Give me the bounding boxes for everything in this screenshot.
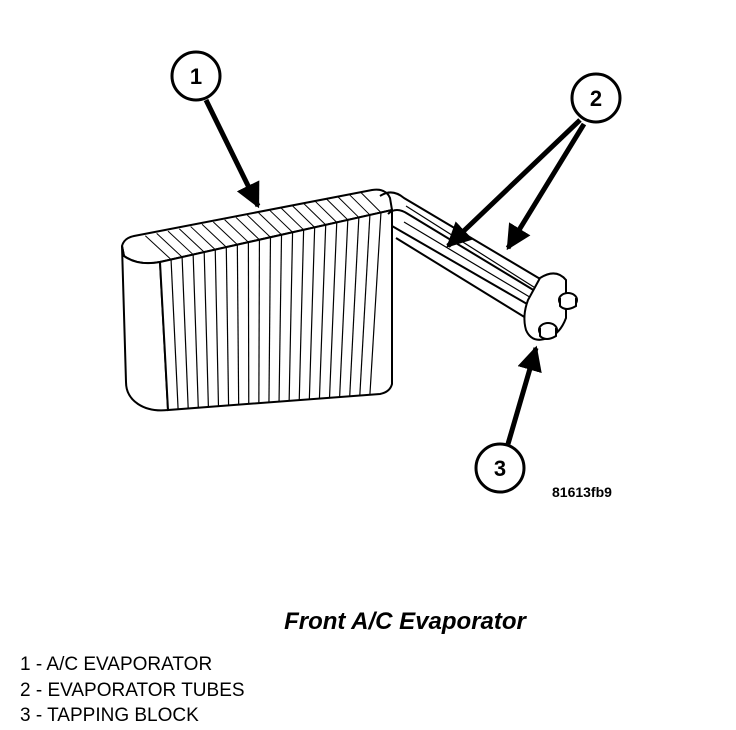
- arrow-3: [505, 345, 542, 445]
- top-ridge: [314, 201, 338, 223]
- top-ridge: [212, 221, 238, 246]
- callout-1: 1: [170, 50, 222, 102]
- fin-line: [170, 259, 179, 410]
- fin-line: [288, 232, 294, 401]
- callout-arrows: [203, 98, 587, 445]
- fin-line: [236, 244, 240, 405]
- fin-line: [298, 229, 305, 401]
- top-ridge: [144, 235, 172, 260]
- callout-2-label: 2: [590, 86, 602, 111]
- top-ridge: [258, 212, 282, 236]
- tapping-block: [523, 272, 578, 341]
- figure-caption: Front A/C Evaporator: [284, 608, 526, 635]
- top-ridge: [280, 207, 304, 231]
- top-ridge: [235, 217, 260, 241]
- top-ridge: [292, 205, 316, 228]
- top-ridge: [348, 194, 371, 216]
- callout-3: 3: [474, 442, 526, 494]
- legend-item: 3 - TAPPING BLOCK: [20, 705, 199, 726]
- top-ridge: [190, 226, 216, 250]
- top-ridge: [326, 198, 349, 221]
- callout-3-label: 3: [494, 456, 506, 481]
- fin-line: [318, 224, 327, 399]
- fin-line: [192, 254, 199, 408]
- arrow-1: [203, 98, 261, 209]
- callout-1-label: 1: [190, 64, 202, 89]
- legend-list: 1 - A/C EVAPORATOR 2 - EVAPORATOR TUBES …: [20, 652, 245, 729]
- evaporator-diagram: 1 2 3: [120, 50, 622, 494]
- fin-line: [359, 214, 371, 396]
- top-ridge: [224, 219, 249, 243]
- fin-line: [278, 234, 283, 402]
- evaporator-tubes: [379, 191, 553, 319]
- fin-line: [214, 249, 220, 407]
- fin-line: [308, 227, 316, 400]
- evaporator-core: [120, 188, 394, 412]
- top-ridge: [246, 214, 271, 238]
- top-ridge: [337, 196, 360, 218]
- fin-line: [268, 237, 272, 403]
- fin-line: [349, 217, 360, 397]
- callout-2: 2: [570, 72, 622, 124]
- fin-line: [369, 212, 382, 395]
- fin-line: [203, 252, 209, 407]
- arrow-2b: [505, 122, 587, 251]
- legend-item: 2 - EVAPORATOR TUBES: [20, 679, 245, 701]
- legend-item: 1 - A/C EVAPORATOR: [20, 654, 213, 675]
- top-ridge: [303, 203, 327, 226]
- figure-id: 81613fb9: [552, 484, 612, 500]
- top-ridge: [360, 191, 382, 213]
- top-ridge: [269, 210, 293, 233]
- top-ridge: [178, 228, 205, 253]
- top-ridge: [156, 233, 183, 258]
- fin-line: [181, 257, 189, 409]
- fin-line: [225, 247, 230, 406]
- fin-line: [339, 219, 349, 398]
- top-ridge: [201, 223, 227, 248]
- top-ridge: [167, 230, 194, 255]
- arrow-2a: [446, 118, 582, 248]
- fin-line: [258, 239, 261, 404]
- fin-line: [328, 222, 338, 398]
